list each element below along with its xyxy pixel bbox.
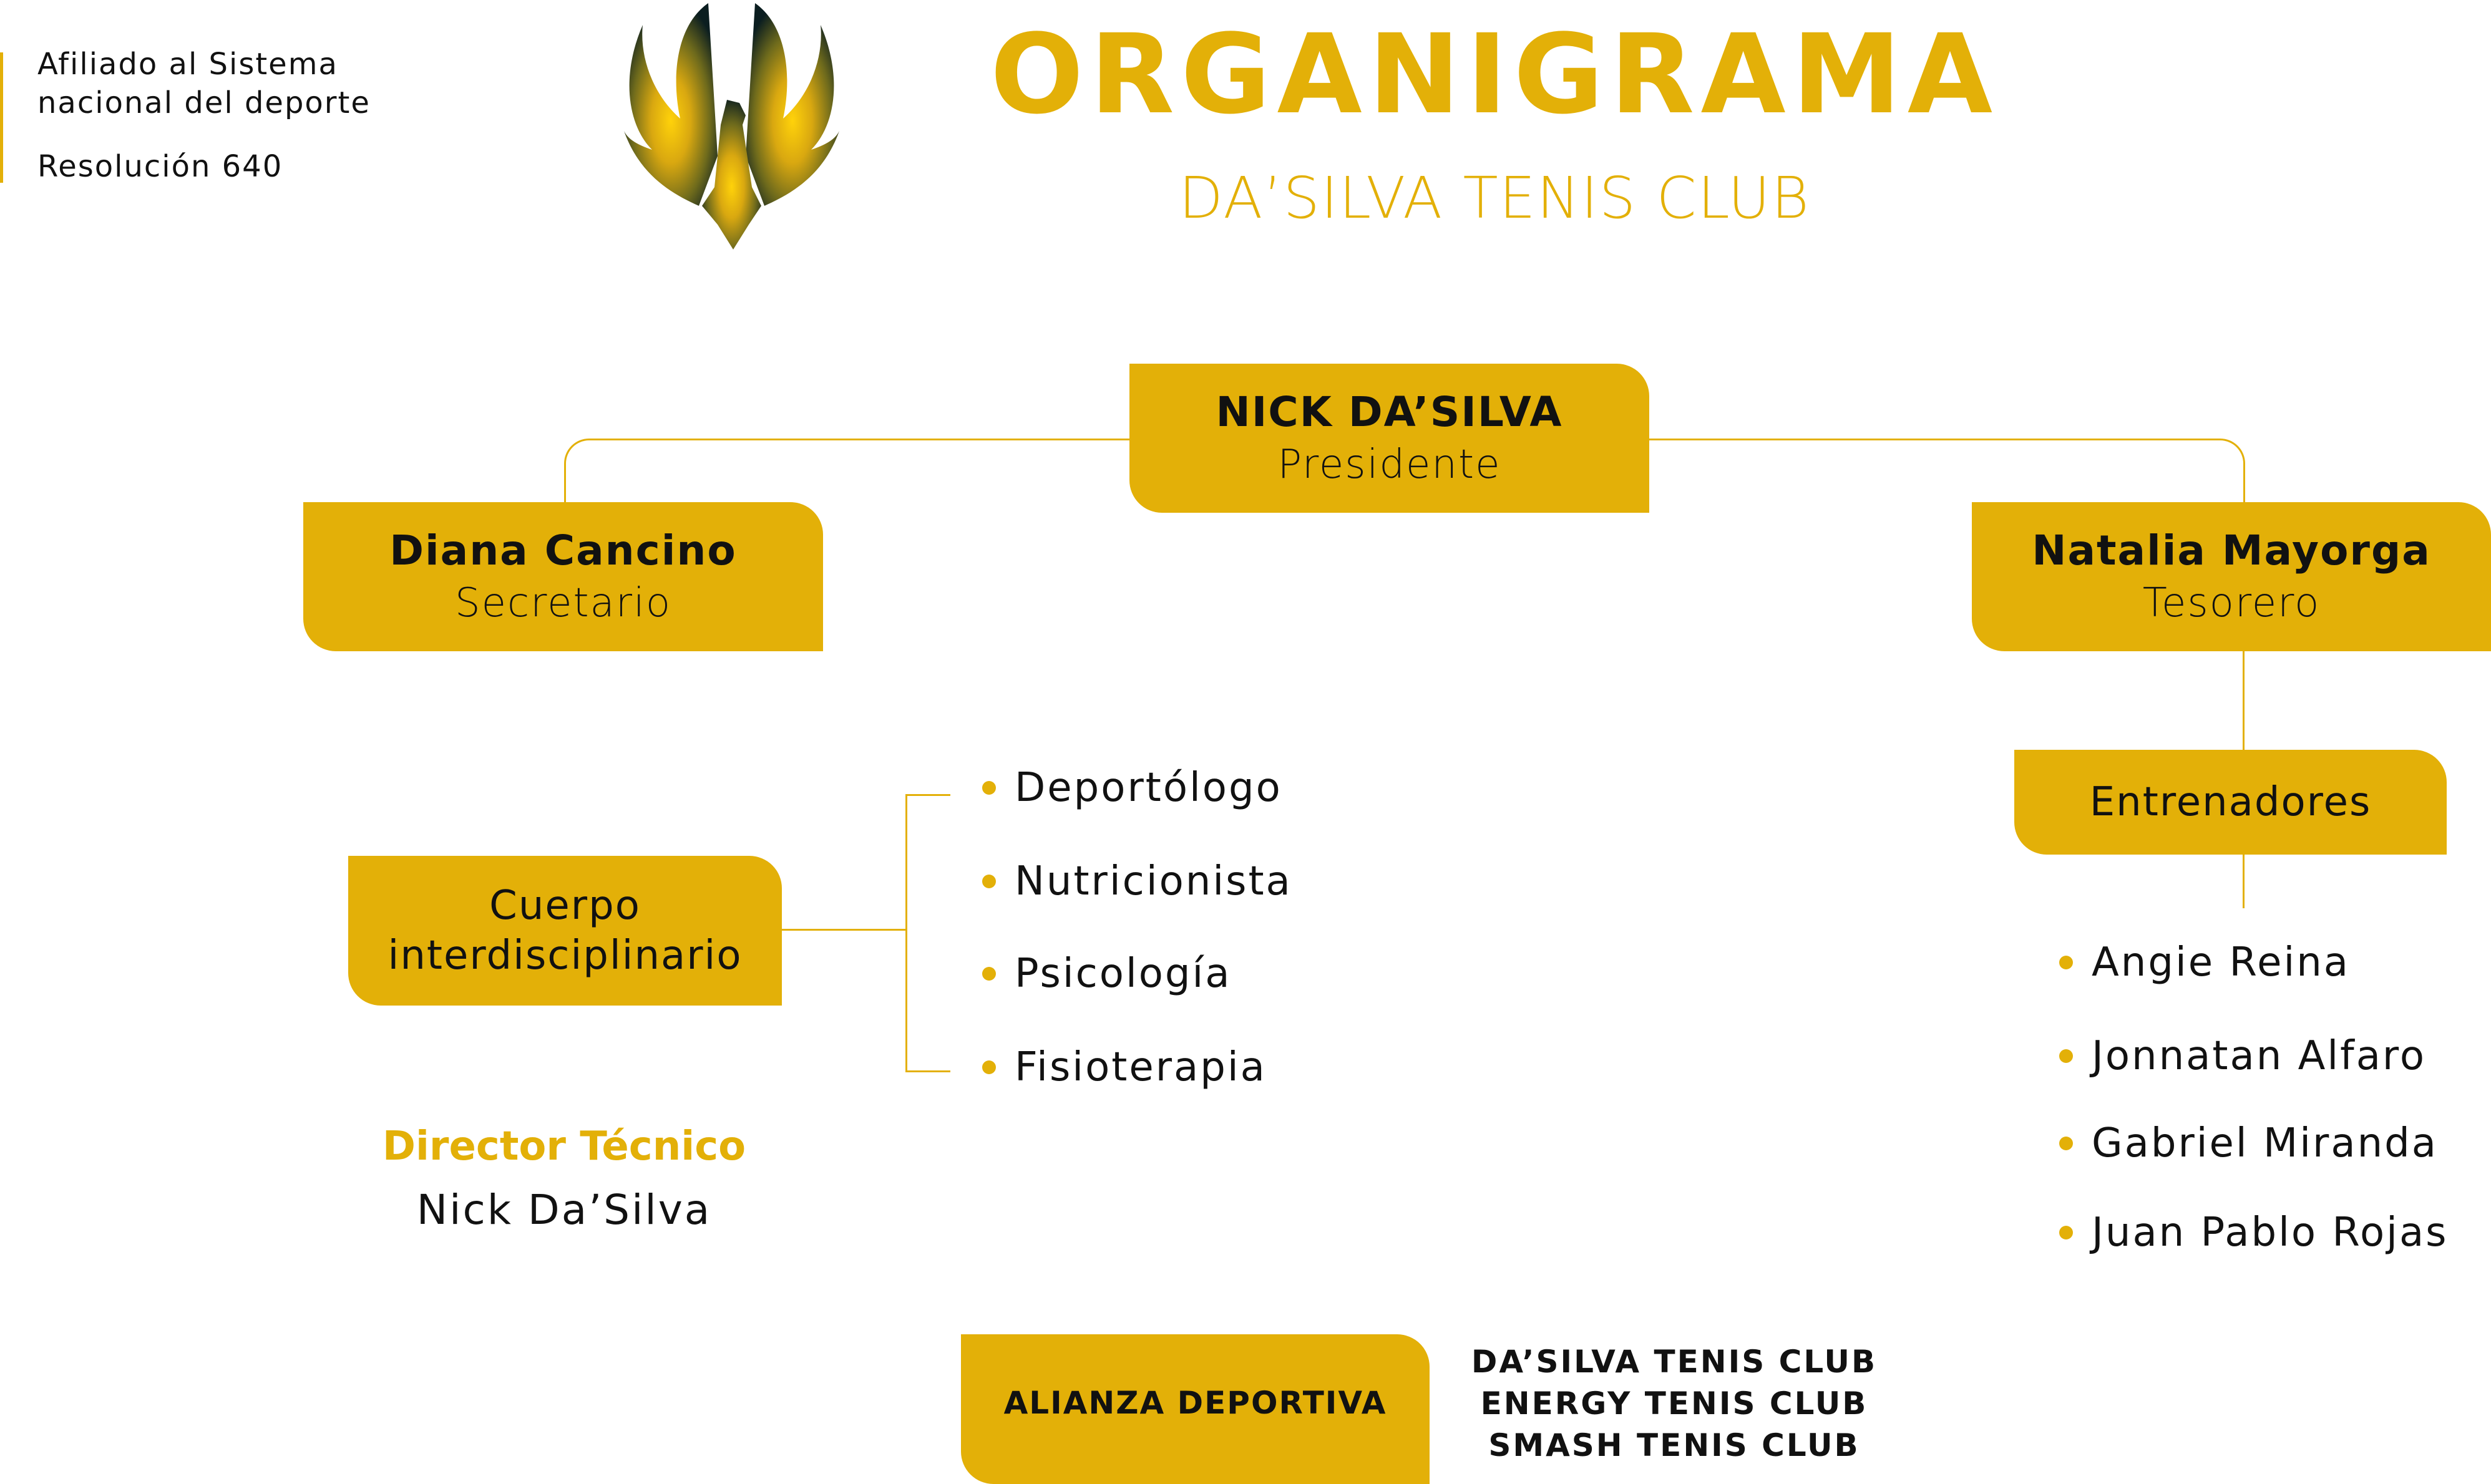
alliance-clubs: DA’SILVA TENIS CLUB ENERGY TENIS CLUB SM… bbox=[1425, 1341, 1924, 1467]
secretary-box: Diana Cancino Secretario bbox=[303, 502, 823, 651]
discipline-name: Deportólogo bbox=[1015, 765, 1282, 811]
discipline-item: Psicología bbox=[982, 951, 1232, 997]
coaches-box: Entrenadores bbox=[2014, 750, 2447, 855]
coaches-label: Entrenadores bbox=[2089, 779, 2372, 825]
affiliation-text: Afiliado al Sistema nacional del deporte… bbox=[37, 45, 371, 186]
coach-name: Juan Pablo Rojas bbox=[2092, 1210, 2449, 1256]
treasurer-box: Natalia Mayorga Tesorero bbox=[1972, 502, 2491, 651]
coach-item: Juan Pablo Rojas bbox=[2059, 1210, 2449, 1256]
coach-item: Gabriel Miranda bbox=[2059, 1120, 2438, 1166]
connector-treasurer-coaches bbox=[2243, 651, 2245, 750]
alliance-label: ALIANZA DEPORTIVA bbox=[1003, 1385, 1387, 1421]
treasurer-name: Natalia Mayorga bbox=[2032, 526, 2431, 575]
bullet-icon bbox=[982, 781, 996, 795]
bullet-icon bbox=[982, 875, 996, 888]
bullet-icon bbox=[2059, 1226, 2073, 1239]
interdisciplinary-box: Cuerpo interdisciplinario bbox=[348, 856, 782, 1006]
discipline-item: Fisioterapia bbox=[982, 1044, 1267, 1090]
page-subtitle: DA’SILVA TENIS CLUB bbox=[1179, 165, 1810, 231]
treasurer-role: Tesorero bbox=[2142, 580, 2321, 626]
discipline-item: Deportólogo bbox=[982, 765, 1282, 811]
president-box: NICK DA’SILVA Presidente bbox=[1129, 364, 1649, 513]
interdisciplinary-label-2: interdisciplinario bbox=[388, 933, 743, 979]
discipline-item: Nutricionista bbox=[982, 858, 1292, 904]
president-role: Presidente bbox=[1277, 441, 1501, 488]
connector-interdisciplinary bbox=[782, 929, 905, 931]
bracket-interdisciplinary bbox=[905, 794, 950, 1072]
secretary-name: Diana Cancino bbox=[389, 526, 737, 575]
club-name: SMASH TENIS CLUB bbox=[1488, 1427, 1860, 1463]
affiliation-line-2: nacional del deporte bbox=[37, 85, 371, 120]
coach-name: Jonnatan Alfaro bbox=[2092, 1033, 2426, 1079]
bullet-icon bbox=[982, 967, 996, 981]
coach-item: Jonnatan Alfaro bbox=[2059, 1033, 2426, 1079]
discipline-name: Psicología bbox=[1015, 951, 1232, 997]
connector-president-secretary bbox=[564, 439, 1131, 504]
phoenix-logo-icon bbox=[624, 3, 839, 250]
bullet-icon bbox=[2059, 1137, 2073, 1150]
accent-bar bbox=[0, 52, 3, 183]
bullet-icon bbox=[982, 1060, 996, 1074]
coach-name: Angie Reina bbox=[2092, 939, 2350, 986]
secretary-role: Secretario bbox=[454, 580, 672, 626]
affiliation-line-1: Afiliado al Sistema bbox=[37, 47, 338, 82]
bullet-icon bbox=[2059, 1049, 2073, 1063]
page-title: ORGANIGRAMA bbox=[990, 11, 1999, 138]
discipline-name: Fisioterapia bbox=[1015, 1044, 1267, 1090]
interdisciplinary-label-1: Cuerpo bbox=[489, 883, 641, 929]
president-name: NICK DA’SILVA bbox=[1216, 387, 1563, 436]
coach-name: Gabriel Miranda bbox=[2092, 1120, 2438, 1166]
club-name: ENERGY TENIS CLUB bbox=[1480, 1385, 1868, 1422]
alliance-box: ALIANZA DEPORTIVA bbox=[961, 1334, 1430, 1484]
resolution: Resolución 640 bbox=[37, 149, 283, 184]
technical-director-title: Director Técnico bbox=[382, 1123, 746, 1170]
discipline-name: Nutricionista bbox=[1015, 858, 1292, 904]
technical-director-name: Nick Da’Silva bbox=[416, 1186, 712, 1234]
connector-coaches-list bbox=[2243, 855, 2245, 908]
coach-item: Angie Reina bbox=[2059, 939, 2350, 986]
club-name: DA’SILVA TENIS CLUB bbox=[1471, 1344, 1878, 1380]
connector-president-treasurer bbox=[1649, 439, 2245, 504]
bullet-icon bbox=[2059, 956, 2073, 969]
